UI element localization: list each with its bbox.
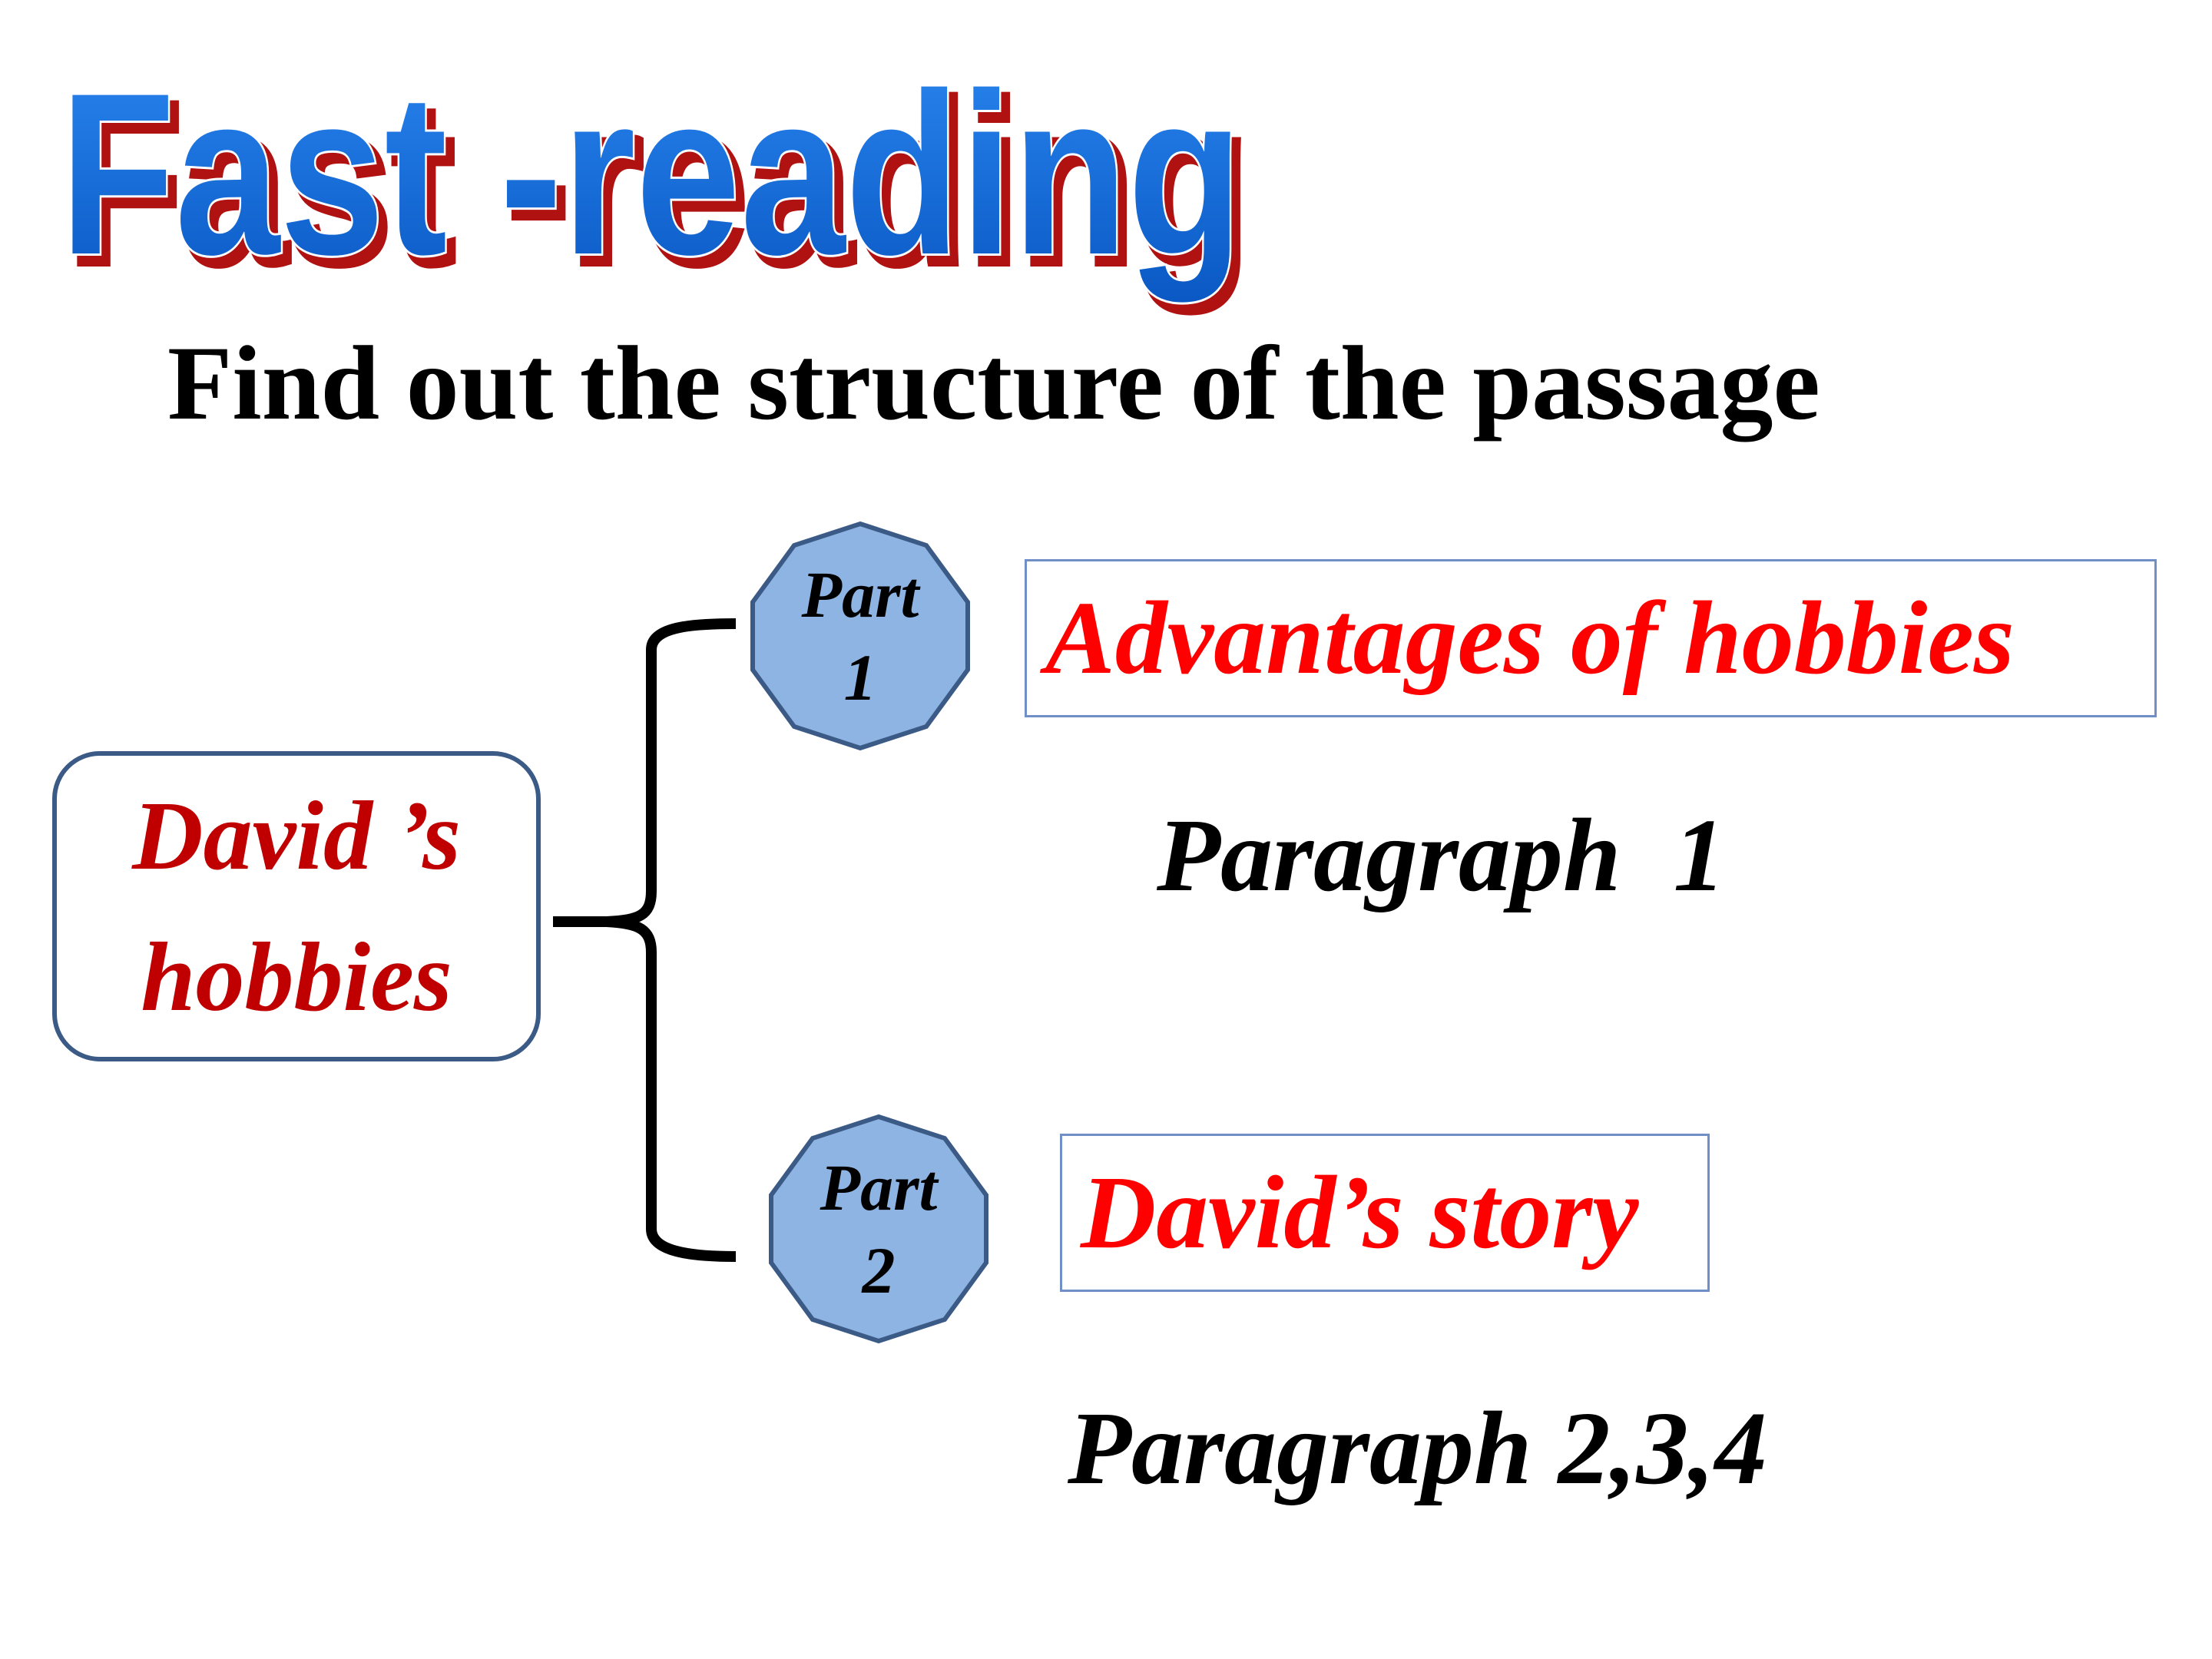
part-1-octagon-shape: [750, 521, 970, 751]
part-1-badge-word: Part: [801, 558, 919, 631]
part-2-octagon-shape: [769, 1114, 988, 1344]
part-1-paragraph-label: Paragraph 1: [1157, 798, 1726, 913]
part-2-answer-box: David’s story: [1060, 1134, 1710, 1292]
bracket-path: [553, 618, 737, 1262]
slide-title: Fast -reading Fast -reading: [46, 31, 1275, 317]
slide-title-text: Fast -reading: [60, 45, 1243, 304]
part-1-badge-number: 1: [843, 641, 877, 714]
root-node-label: David ’s hobbies: [132, 781, 461, 1031]
part-1-answer-box: Advantages of hobbies: [1025, 559, 2157, 717]
slide-subtitle: Find out the structure of the passage: [167, 324, 1820, 442]
part-1-badge: Part 1: [745, 521, 975, 751]
part-2-answer-text: David’s story: [1081, 1155, 1639, 1270]
part-2-badge-word: Part: [820, 1151, 938, 1224]
part-2-badge-text: Part 2: [763, 1114, 994, 1344]
part-2-paragraph-label: Paragraph 2,3,4: [1068, 1391, 1767, 1506]
part-1-badge-text: Part 1: [745, 521, 975, 751]
part-2-badge: Part 2: [763, 1114, 994, 1344]
part-2-badge-number: 2: [862, 1233, 896, 1307]
root-node-box: David ’s hobbies: [52, 751, 541, 1061]
slide-title-shadow: Fast -reading: [68, 54, 1250, 313]
part-1-answer-text: Advantages of hobbies: [1045, 581, 2015, 696]
